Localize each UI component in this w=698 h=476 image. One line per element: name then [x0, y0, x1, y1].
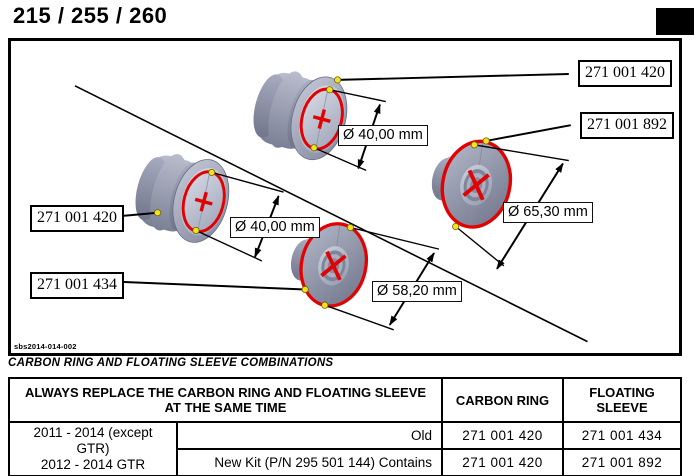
separator-line [74, 85, 588, 343]
part-label-floating-sleeve-old: 271 001 434 [30, 272, 124, 299]
table-header-row: ALWAYS REPLACE THE CARBON RING AND FLOAT… [8, 377, 682, 423]
dimension-label-40mm-top: Ø 40,00 mm [338, 125, 428, 146]
dimension-label-58mm: Ø 58,20 mm [372, 281, 462, 302]
extension-lines [195, 89, 569, 331]
figure-code: sbs2014-014-002 [14, 342, 77, 351]
table-row-new-kit: New Kit (P/N 295 501 144) Contains 271 0… [9, 448, 682, 476]
dimension-label-65mm: Ø 65,30 mm [503, 202, 593, 223]
replacement-parts-table: ALWAYS REPLACE THE CARBON RING AND FLOAT… [8, 377, 682, 476]
part-label-carbon-ring-new: 271 001 420 [578, 60, 672, 87]
page-title: 215 / 255 / 260 [13, 3, 168, 28]
carbon-ring-top [243, 58, 358, 168]
table-header-carbon-ring: CARBON RING [441, 377, 564, 423]
figure-caption: CARBON RING AND FLOATING SLEEVE COMBINAT… [8, 357, 334, 369]
carbon-ring-new-pn: 271 001 420 [441, 448, 564, 476]
table-header-floating-sleeve: FLOATING SLEEVE [562, 377, 682, 423]
kit-new-cell: New Kit (P/N 295 501 144) Contains [176, 448, 443, 476]
page-corner-marker [656, 8, 694, 35]
kit-old-cell: Old [176, 421, 443, 450]
model-years-line1: 2011 - 2014 (except GTR) [33, 425, 153, 456]
floating-sleeve-new-pn: 271 001 892 [562, 448, 682, 476]
carbon-ring-old-pn: 271 001 420 [441, 421, 564, 450]
part-label-floating-sleeve-new: 271 001 892 [580, 112, 674, 139]
table-row-old: 2011 - 2014 (except GTR) 2012 - 2014 GTR… [8, 421, 682, 476]
reference-dots [154, 76, 490, 309]
table-header-warning: ALWAYS REPLACE THE CARBON RING AND FLOAT… [8, 377, 443, 423]
model-years-cell: 2011 - 2014 (except GTR) 2012 - 2014 GTR [8, 421, 178, 476]
model-years-line2: 2012 - 2014 GTR [40, 457, 146, 472]
floating-sleeve-old-pn: 271 001 434 [562, 421, 682, 450]
part-label-carbon-ring-old: 271 001 420 [30, 205, 124, 232]
dimension-label-40mm-left: Ø 40,00 mm [230, 217, 320, 238]
diagram-artwork [74, 58, 588, 343]
parts-diagram: 271 001 420 271 001 892 271 001 420 271 … [8, 38, 682, 356]
